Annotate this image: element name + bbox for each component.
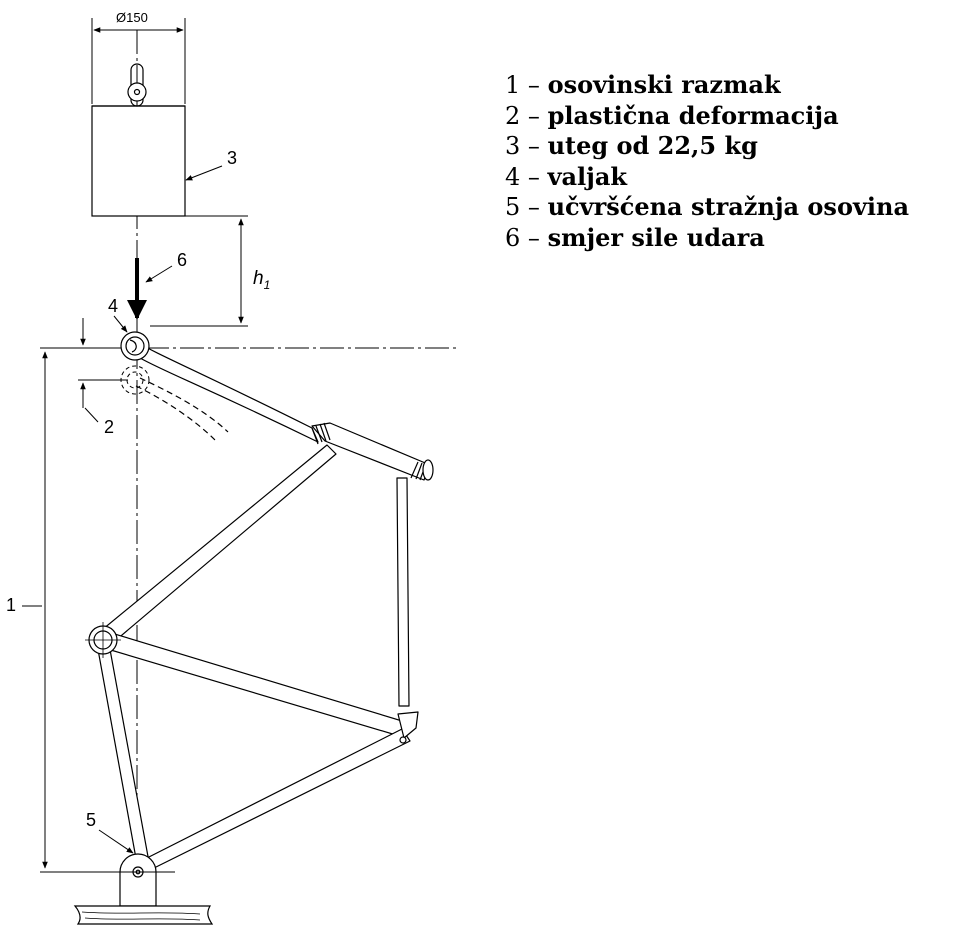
legend-item: 1 – osovinski razmak [505,70,909,101]
legend-separator: – [527,71,540,99]
callout-4: 4 [108,296,118,316]
diameter-label: Ø150 [116,10,148,25]
legend-number: 6 [505,223,521,252]
callout-3: 3 [227,148,237,168]
legend-number: 4 [505,162,521,191]
diameter-dimension [91,18,186,104]
deformation-dimension [78,318,128,408]
legend-item: 2 – plastična deformacija [505,101,909,132]
legend-text: osovinski razmak [547,70,781,99]
callout-1: 1 [6,595,16,615]
drop-height-subscript: 1 [264,278,271,292]
legend: 1 – osovinski razmak 2 – plastična defor… [505,70,909,253]
legend-item: 6 – smjer sile udara [505,223,909,254]
rear-stay [96,643,150,865]
roller [120,331,150,361]
fixed-rear-axle [119,853,157,907]
legend-text: uteg od 22,5 kg [547,131,758,160]
chain-stay-upper [103,631,413,739]
base-hatching [81,911,201,921]
callout-leaders [22,165,223,854]
drop-height-symbol: h [253,268,264,289]
mounting-base [73,905,214,925]
legend-text: plastična deformacija [547,100,839,130]
callout-6: 6 [177,250,187,270]
legend-text: valjak [547,161,628,191]
right-dropout [397,711,419,739]
legend-separator: – [527,162,540,191]
bicycle-frame [85,339,434,871]
fork-blade [132,339,319,443]
legend-item: 4 – valjak [505,162,909,193]
legend-number: 5 [505,193,521,221]
seat-tube [396,477,410,707]
drop-height-label: h1 [253,268,270,292]
callout-2: 2 [104,417,114,437]
legend-text: učvršćena stražnja osovina [547,192,910,221]
callout-5: 5 [86,810,96,830]
down-tube [96,444,337,647]
drop-weight [91,63,186,217]
legend-separator: – [527,223,540,252]
legend-separator: – [527,132,540,160]
legend-separator: – [527,193,540,221]
legend-number: 3 [505,132,521,160]
legend-number: 1 [505,71,521,99]
seat-stay-lower [142,728,411,871]
legend-item: 5 – učvršćena stražnja osovina [505,192,909,223]
deformed-fork [135,377,229,441]
legend-number: 2 [505,101,521,130]
drop-height-dimension [150,215,248,327]
legend-item: 3 – uteg od 22,5 kg [505,131,909,162]
wheelbase-dimension [40,347,175,873]
legend-text: smjer sile udara [547,222,765,252]
tube-lugs [311,422,434,481]
legend-separator: – [527,101,540,130]
